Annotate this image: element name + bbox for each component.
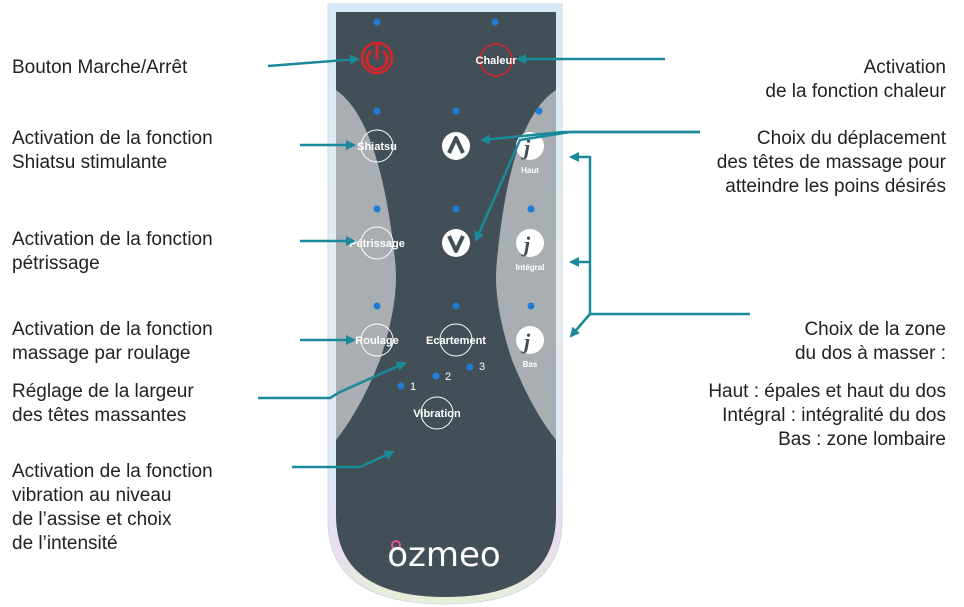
label-roulage: Activation de la fonction massage par ro… bbox=[12, 319, 213, 364]
svg-text:Pétrissage: Pétrissage bbox=[349, 238, 405, 250]
power-button[interactable] bbox=[360, 41, 394, 75]
zone-icon: j bbox=[521, 232, 531, 257]
intensity-3: 3 bbox=[479, 361, 485, 373]
svg-text:Haut: Haut bbox=[521, 166, 539, 175]
svg-text:Ecartement: Ecartement bbox=[426, 335, 486, 347]
label-power: Bouton Marche/Arrêt bbox=[12, 57, 188, 78]
zone-icon: j bbox=[521, 329, 531, 354]
chevron-down-icon bbox=[447, 235, 465, 253]
svg-text:Intégral: Intégral bbox=[516, 263, 545, 272]
label-largeur: Réglage de la largeur des têtes massante… bbox=[12, 381, 194, 426]
roulage-button[interactable]: Roulage bbox=[355, 323, 399, 357]
brand-logo: ozmeo bbox=[387, 535, 501, 575]
label-direction: Choix du déplacement des têtes de massag… bbox=[716, 128, 946, 197]
integral-button[interactable]: j Intégral bbox=[516, 229, 545, 272]
svg-text:Vibration: Vibration bbox=[413, 408, 461, 420]
petrissage-button[interactable]: Pétrissage bbox=[349, 226, 405, 260]
intensity-1: 1 bbox=[410, 381, 416, 393]
label-petrissage: Activation de la fonction pétrissage bbox=[12, 229, 213, 274]
label-shiatsu: Activation de la fonction Shiatsu stimul… bbox=[12, 128, 213, 173]
down-button[interactable] bbox=[442, 229, 470, 257]
bas-button[interactable]: j Bas bbox=[516, 326, 544, 369]
svg-text:Chaleur: Chaleur bbox=[476, 55, 518, 67]
ecartement-button[interactable]: Ecartement bbox=[426, 323, 486, 357]
svg-text:Shiatsu: Shiatsu bbox=[357, 141, 397, 153]
up-button[interactable] bbox=[442, 132, 470, 160]
remote-body bbox=[336, 12, 556, 597]
brand-dot bbox=[391, 540, 401, 550]
left-side-panel bbox=[336, 90, 396, 440]
chaleur-button[interactable]: Chaleur bbox=[476, 43, 518, 77]
label-vibration: Activation de la fonction vibration au n… bbox=[12, 461, 213, 554]
label-zones-detail: Haut : épales et haut du dos Intégral : … bbox=[708, 381, 946, 450]
shiatsu-button[interactable]: Shiatsu bbox=[357, 129, 397, 163]
right-side-panel bbox=[496, 90, 556, 440]
led-indicators bbox=[373, 18, 543, 390]
zone-icon: j bbox=[521, 135, 531, 160]
vibration-button[interactable]: Vibration bbox=[413, 396, 461, 430]
chevron-up-icon bbox=[447, 136, 465, 154]
callout-lines bbox=[258, 54, 750, 469]
power-icon bbox=[365, 50, 389, 71]
intensity-2: 2 bbox=[445, 371, 451, 383]
label-zone: Choix de la zone du dos à masser : bbox=[794, 319, 946, 364]
label-chaleur: Activation de la fonction chaleur bbox=[765, 57, 946, 102]
svg-text:Roulage: Roulage bbox=[355, 335, 398, 347]
svg-text:Bas: Bas bbox=[523, 360, 538, 369]
